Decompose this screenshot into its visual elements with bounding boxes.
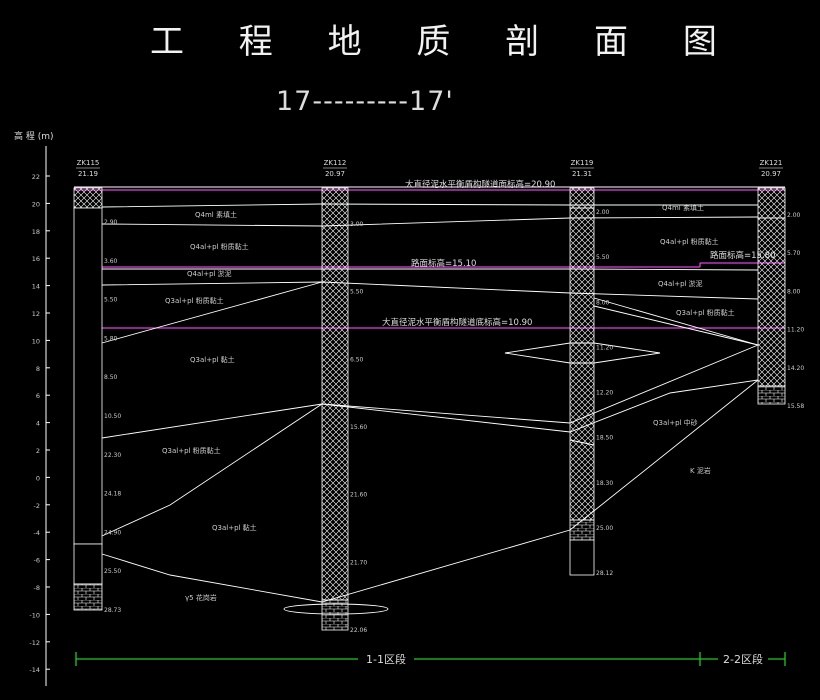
depth-mark: 28.73 bbox=[104, 607, 121, 614]
depth-mark: 5.50 bbox=[104, 297, 118, 304]
depth-mark: 10.50 bbox=[104, 413, 121, 420]
borehole-zk115 bbox=[73, 187, 103, 611]
section-bar: 1-1区段 2-2区段 bbox=[75, 650, 786, 666]
layer-label: Q4ml 素填土 bbox=[195, 210, 237, 219]
depth-mark: 5.80 bbox=[104, 335, 118, 342]
section-subtitle: 17---------17' bbox=[276, 86, 454, 117]
layer-label: Q4al+pl 淤泥 bbox=[658, 279, 703, 288]
borehole-zk112 bbox=[321, 187, 349, 631]
layer-label: Q3al+pl 粉质黏土 bbox=[165, 296, 224, 305]
borehole-id: ZK121 bbox=[760, 159, 783, 167]
borehole-top-elevation: 20.97 bbox=[325, 170, 345, 178]
layer-label: Q3al+pl 粉质黏土 bbox=[162, 446, 221, 455]
layer-label: Q3al+pl 中砂 bbox=[653, 418, 698, 427]
axis-tick-label: 10 bbox=[32, 337, 40, 345]
axis-tick-label: 18 bbox=[32, 228, 40, 236]
depth-mark: 8.00 bbox=[596, 299, 610, 306]
borehole-top-elevation: 21.19 bbox=[78, 170, 98, 178]
depth-mark: 25.50 bbox=[104, 568, 121, 575]
borehole-top-elevation: 21.31 bbox=[572, 170, 592, 178]
tunnel-bottom-level-label: 大直径泥水平衡盾构隧道底标高=10.90 bbox=[382, 317, 532, 328]
boreholes: ZK115 21.19 2.90 3.60 5.50 5.80 8.50 10.50 22.30… bbox=[73, 159, 804, 634]
axis-tick-label: 8 bbox=[36, 365, 40, 373]
layer-labels: Q4ml 素填土 Q4al+pl 粉质黏土 Q4al+pl 淤泥 Q3al+pl… bbox=[162, 203, 735, 602]
axis-tick-label: -6 bbox=[34, 557, 40, 565]
axis-tick-label: -14 bbox=[29, 666, 40, 674]
depth-mark: 22.06 bbox=[350, 627, 367, 634]
borehole-top-elevation: 20.97 bbox=[761, 170, 781, 178]
section-2-label: 2-2区段 bbox=[723, 652, 763, 666]
depth-mark: 24.90 bbox=[104, 529, 121, 536]
depth-mark: 21.70 bbox=[350, 559, 367, 566]
depth-mark: 5.50 bbox=[596, 254, 610, 261]
depth-mark: 11.20 bbox=[787, 327, 804, 334]
depth-mark: 11.20 bbox=[596, 344, 613, 351]
axis-tick-label: -2 bbox=[34, 502, 40, 510]
depth-mark: 28.12 bbox=[596, 570, 613, 577]
depth-mark: 15.60 bbox=[350, 424, 367, 431]
depth-mark: 5.70 bbox=[787, 250, 801, 257]
layer-label: Q4al+pl 粉质黏土 bbox=[190, 242, 249, 251]
depth-mark: 6.50 bbox=[350, 356, 364, 363]
borehole-id: ZK115 bbox=[77, 159, 100, 167]
axis-tick-label: 22 bbox=[32, 173, 40, 181]
axis-tick-label: 20 bbox=[32, 200, 40, 208]
elevation-axis-title: 高 程 (m) bbox=[14, 132, 54, 142]
axis-tick-label: 14 bbox=[32, 283, 40, 291]
layer-label: Q3al+pl 黏土 bbox=[190, 355, 235, 364]
layer-label: γ5 花岗岩 bbox=[185, 593, 217, 602]
depth-mark: 18.50 bbox=[596, 435, 613, 442]
road-level-label-1: 路面标高=15.10 bbox=[411, 258, 476, 269]
tunnel-top-level-label: 大直径泥水平衡盾构隧道面标高=20.90 bbox=[405, 179, 555, 190]
depth-mark: 2.00 bbox=[596, 209, 610, 216]
design-levels: 大直径泥水平衡盾构隧道面标高=20.90 路面标高=15.10 路面标高=15.… bbox=[74, 179, 785, 329]
depth-mark: 8.50 bbox=[104, 374, 118, 381]
depth-mark: 25.00 bbox=[596, 525, 613, 532]
section-1-label: 1-1区段 bbox=[366, 652, 406, 666]
depth-mark: 21.60 bbox=[350, 492, 367, 499]
depth-mark: 2.00 bbox=[787, 212, 801, 219]
axis-tick-label: 4 bbox=[36, 420, 40, 428]
layer-label: Q4ml 素填土 bbox=[662, 203, 704, 212]
axis-tick-label: 2 bbox=[36, 447, 40, 455]
layer-label: Q3al+pl 粉质黏土 bbox=[676, 308, 735, 317]
depth-mark: 18.30 bbox=[596, 480, 613, 487]
borehole-zk121 bbox=[757, 187, 786, 405]
borehole-id: ZK119 bbox=[571, 159, 594, 167]
axis-tick-label: -12 bbox=[29, 639, 40, 647]
depth-mark: 3.60 bbox=[104, 258, 118, 265]
borehole-id: ZK112 bbox=[324, 159, 347, 167]
axis-tick-label: 6 bbox=[36, 392, 40, 400]
road-level-label-2: 路面标高=15.80 bbox=[710, 250, 775, 261]
depth-mark: 24.18 bbox=[104, 491, 121, 498]
axis-tick-label: -8 bbox=[34, 584, 40, 592]
depth-mark: 8.00 bbox=[787, 288, 801, 295]
depth-mark: 22.30 bbox=[104, 452, 121, 459]
axis-tick-label: -4 bbox=[34, 529, 40, 537]
depth-mark: 14.20 bbox=[787, 365, 804, 372]
layer-label: Q4al+pl 淤泥 bbox=[187, 269, 232, 278]
axis-tick-label: 12 bbox=[32, 310, 40, 318]
layer-label: Q4al+pl 粉质黏土 bbox=[660, 237, 719, 246]
depth-mark: 3.00 bbox=[350, 221, 364, 228]
depth-mark: 15.58 bbox=[787, 403, 804, 410]
layer-label: K 泥岩 bbox=[690, 466, 711, 475]
depth-mark: 5.50 bbox=[350, 289, 364, 296]
depth-mark: 2.90 bbox=[104, 219, 118, 226]
borehole-zk119 bbox=[569, 187, 595, 576]
axis-tick-label: 0 bbox=[36, 474, 40, 482]
axis-tick-label: -10 bbox=[29, 611, 40, 619]
axis-tick-label: 16 bbox=[32, 255, 40, 263]
layer-label: Q3al+pl 黏土 bbox=[212, 523, 257, 532]
depth-mark: 12.20 bbox=[596, 390, 613, 397]
